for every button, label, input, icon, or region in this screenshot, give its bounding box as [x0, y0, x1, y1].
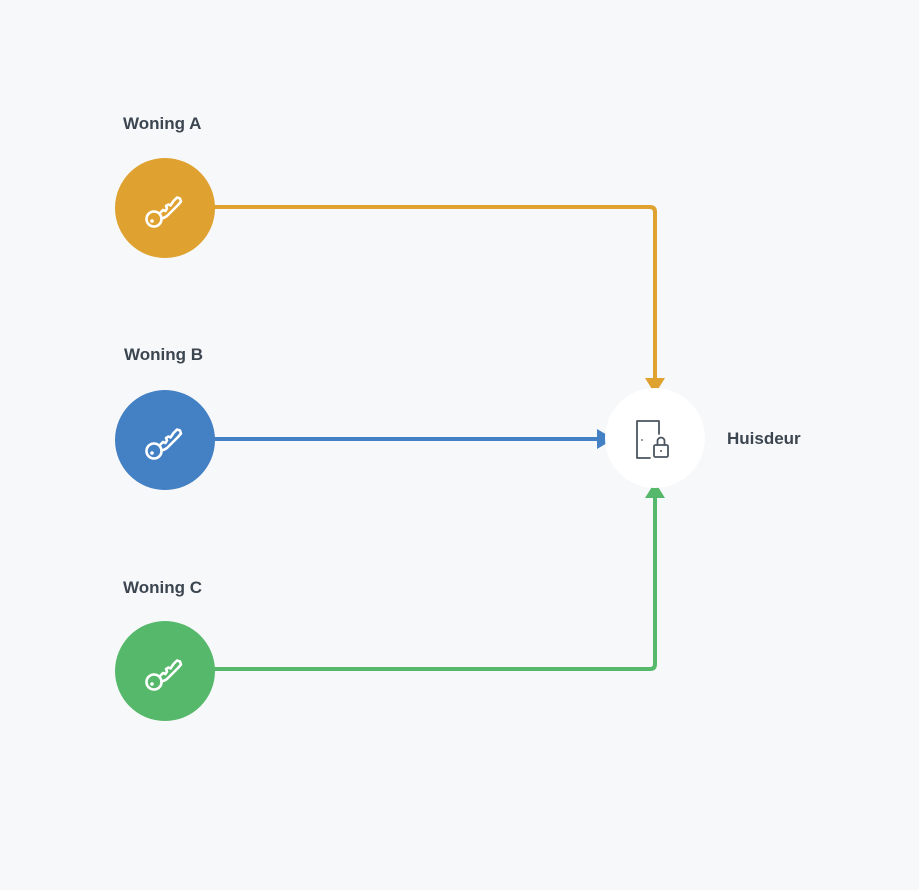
label-woning-a: Woning A [123, 114, 202, 133]
node-huisdeur [605, 388, 705, 488]
label-woning-c: Woning C [123, 578, 202, 597]
door-lock-icon [636, 420, 669, 459]
node-woning-c [115, 621, 215, 721]
edge-a-arrowhead [645, 378, 665, 394]
edge-c-arrowhead [645, 482, 665, 498]
node-woning-b [115, 390, 215, 490]
edge-c-line [214, 496, 657, 671]
edge-a-line [214, 205, 657, 380]
label-huisdeur: Huisdeur [727, 429, 801, 448]
label-woning-b: Woning B [124, 345, 203, 364]
node-woning-a [115, 158, 215, 258]
